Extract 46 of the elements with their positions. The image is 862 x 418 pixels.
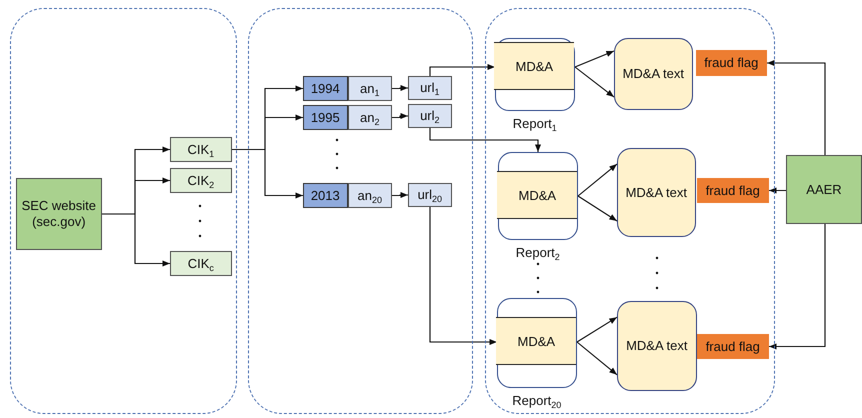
text-box: MD&A text [614, 38, 693, 110]
arrow [769, 187, 786, 194]
arrow [102, 213, 170, 267]
arrow [576, 342, 618, 376]
report-caption: Report$_{20}$ [512, 392, 562, 408]
link-box: an$_{1}$ [348, 76, 392, 101]
arrow [429, 128, 542, 152]
arrow [574, 50, 614, 68]
dashed-panel [485, 8, 775, 414]
cik-box: CIK$_{c}$ [170, 250, 232, 276]
arrow [392, 84, 408, 92]
arrow [578, 196, 618, 222]
arrow [574, 66, 614, 98]
link-box: an$_{2}$ [348, 104, 392, 130]
section-box: MD&A [494, 42, 574, 90]
link-box: url$_{2}$ [408, 104, 452, 128]
arrow [767, 60, 826, 155]
year-box: 1995 [302, 104, 348, 130]
text-box: MD&A text [616, 300, 697, 391]
cik-box: CIK$_{1}$ [170, 136, 232, 162]
arrow [578, 164, 618, 196]
year-box: 2013 [302, 182, 348, 208]
dashed-panel [10, 8, 237, 414]
year-box: 1994 [302, 76, 348, 101]
arrow [576, 316, 618, 342]
arrow [232, 148, 303, 199]
arrow [392, 192, 408, 198]
source-box: AAER [786, 155, 862, 224]
flag-box: fraud flag [696, 334, 769, 359]
arrow [392, 112, 408, 120]
link-box: an$_{20}$ [348, 182, 392, 208]
flag-box: fraud flag [696, 50, 767, 76]
arrow [429, 207, 497, 346]
link-box: url$_{20}$ [408, 182, 452, 207]
report-caption: Report$_{2}$ [516, 244, 560, 260]
source-box: SEC website (sec.gov) [16, 178, 102, 250]
cik-box: CIK$_{2}$ [170, 168, 232, 193]
section-box: MD&A [496, 317, 576, 366]
flag-box: fraud flag [696, 178, 769, 203]
section-box: MD&A [497, 171, 578, 220]
report-caption: Report$_{1}$ [512, 116, 557, 131]
arrow [429, 64, 495, 76]
arrow [769, 224, 826, 350]
link-box: url$_{1}$ [408, 76, 452, 100]
dashed-panel [248, 8, 473, 414]
text-box: MD&A text [616, 148, 696, 237]
